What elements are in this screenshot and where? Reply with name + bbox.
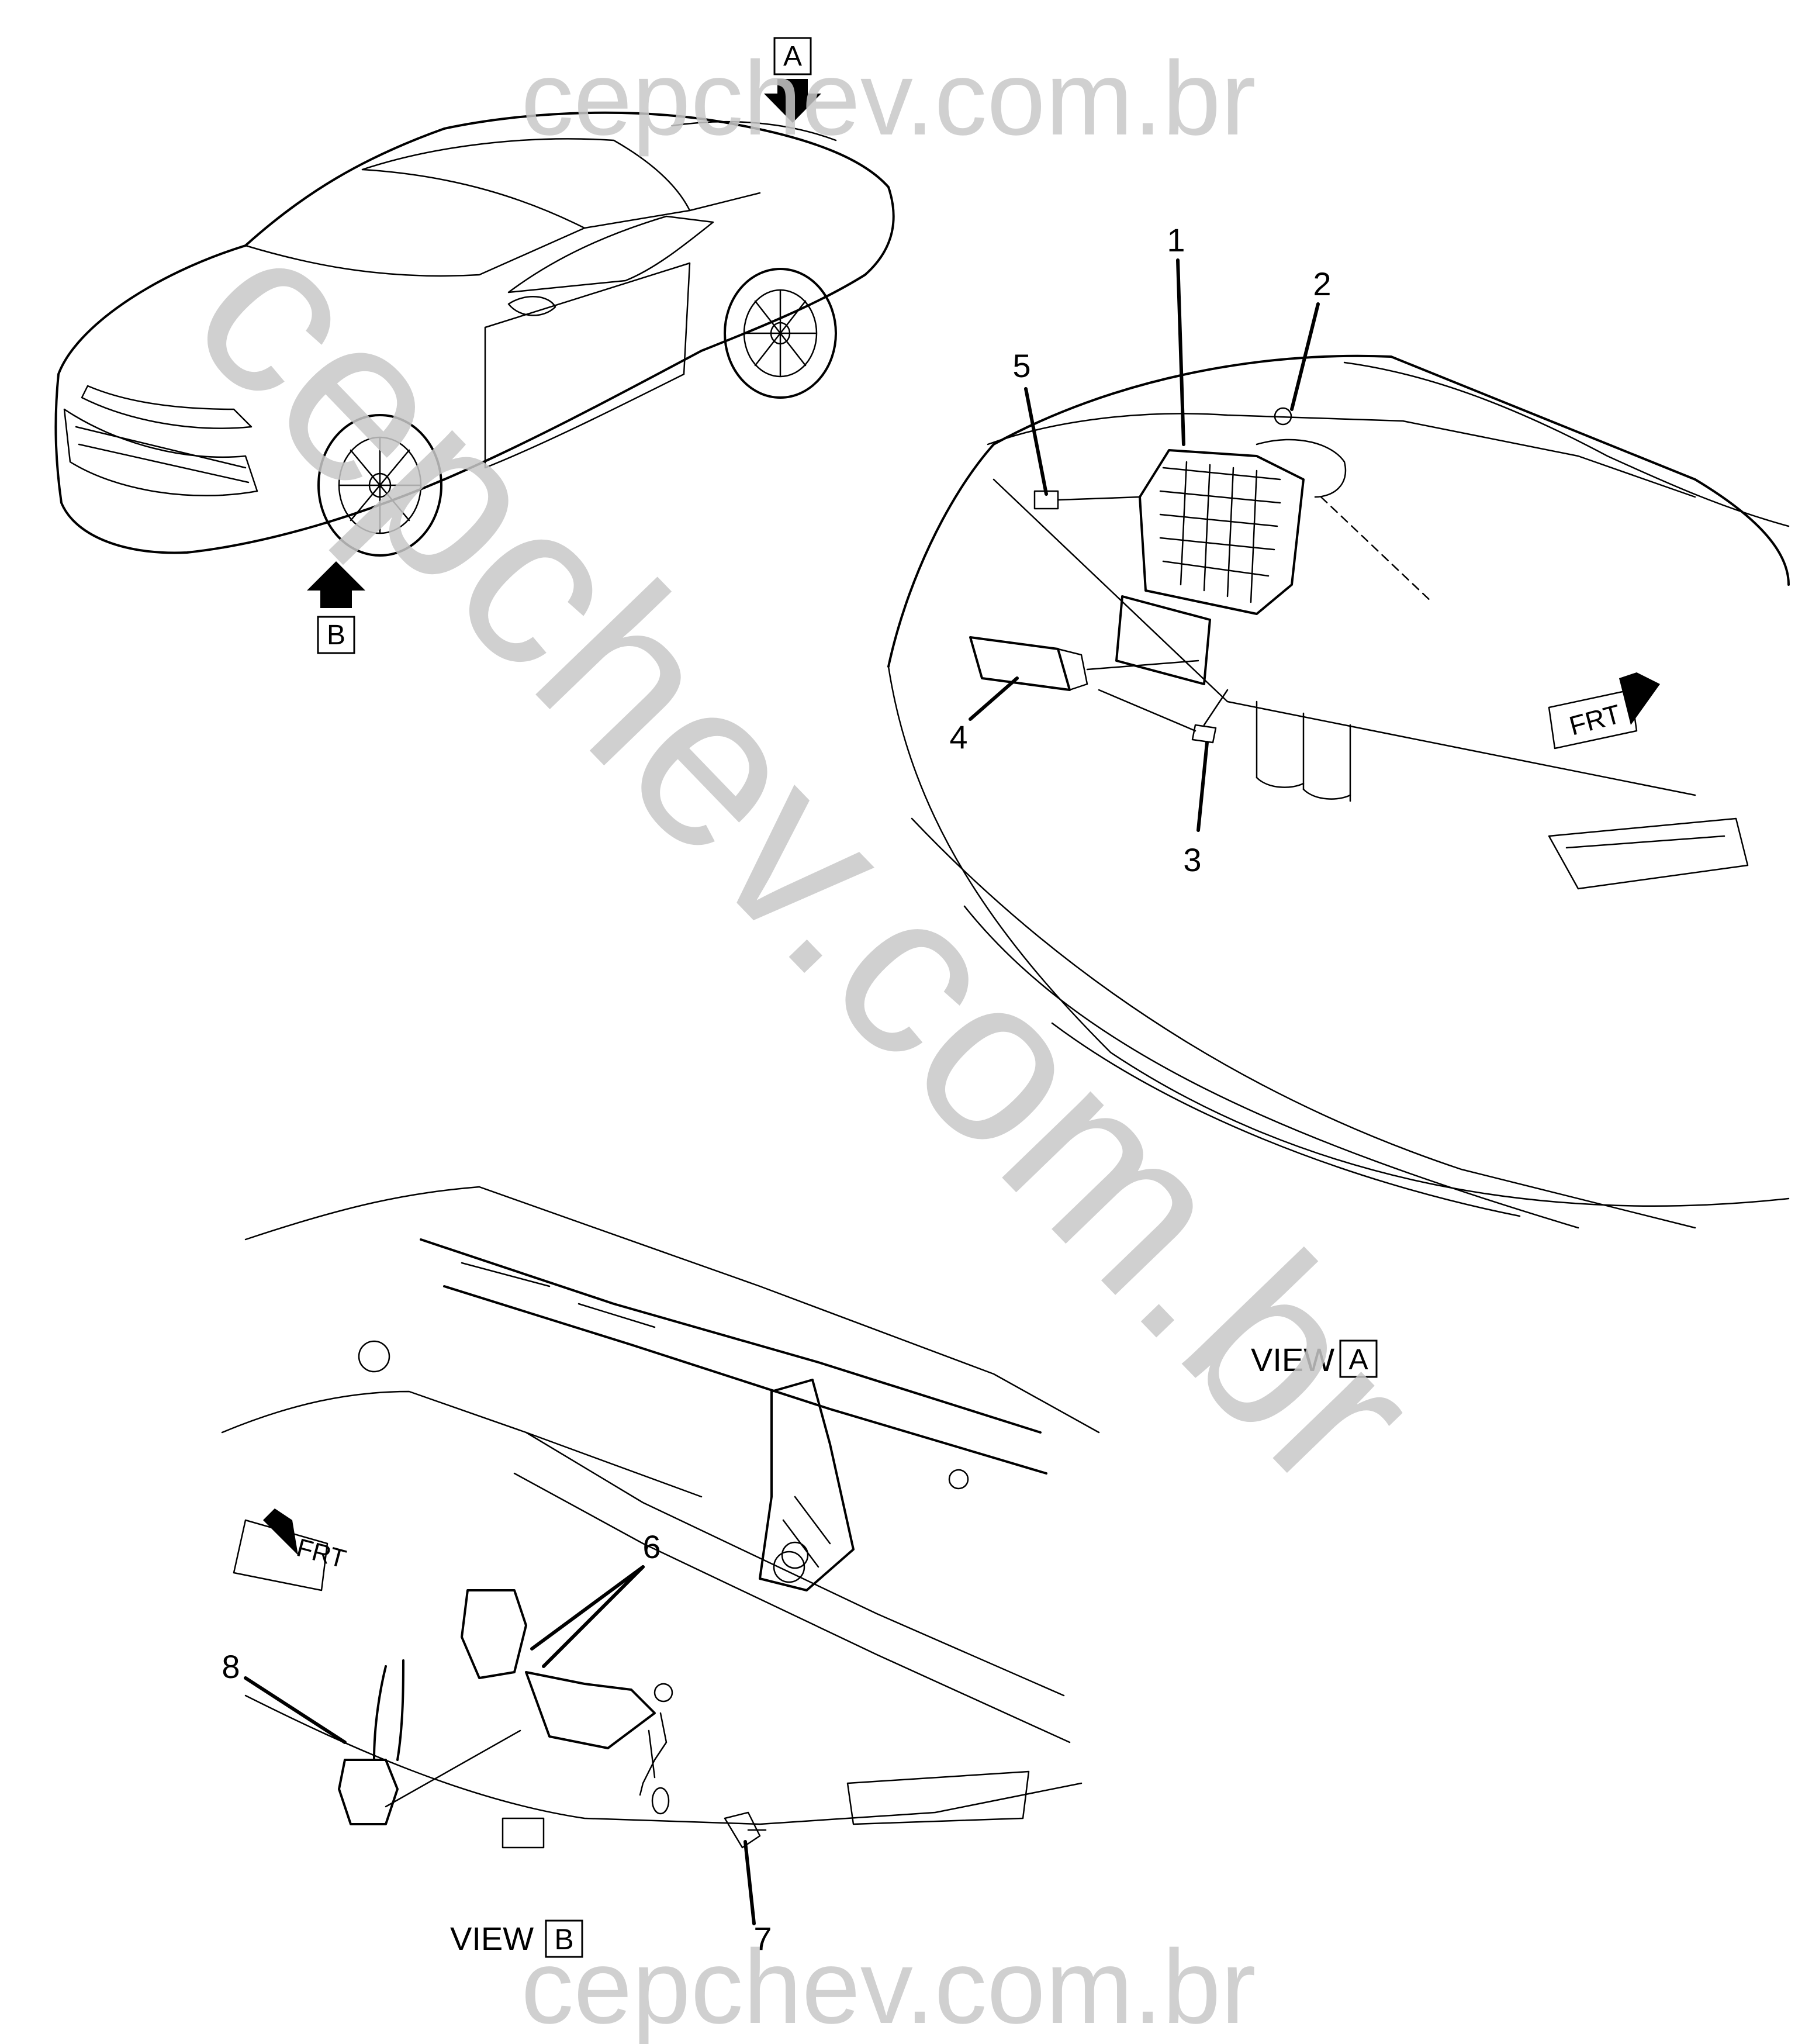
- front-direction-indicator-a: FRT: [1548, 672, 1660, 750]
- view-b-label: VIEW B: [450, 1919, 583, 1958]
- view-a-arrow-icon: [764, 79, 821, 123]
- front-arrow-icon: [1619, 672, 1660, 725]
- car-overview-illustration: [54, 111, 895, 557]
- view-b-illustration: [221, 1186, 1100, 1849]
- callout-8: 8: [222, 1648, 240, 1685]
- callout-leaders-view-b: [244, 1565, 756, 1925]
- callout-5: 5: [1012, 347, 1030, 384]
- callout-6: 6: [642, 1528, 660, 1565]
- front-label-b: FRT: [293, 1533, 349, 1573]
- view-b-label-letter: B: [554, 1923, 573, 1956]
- view-a-label-text: VIEW: [1251, 1341, 1334, 1378]
- front-arrow-icon: [263, 1508, 298, 1555]
- view-b-marker: B: [307, 561, 365, 654]
- view-a-label: VIEW A: [1251, 1339, 1378, 1378]
- view-b-arrow-icon: [307, 561, 365, 608]
- watermark-bottom: cepchev.com.br: [521, 1928, 1256, 2044]
- watermark-diagonal: cepchev.com.br: [144, 181, 1468, 1538]
- callout-1: 1: [1167, 222, 1185, 258]
- view-a-illustration: [887, 354, 1790, 1229]
- callout-4: 4: [949, 719, 967, 755]
- view-a-marker: A: [764, 37, 821, 123]
- view-a-label-letter: A: [1348, 1343, 1368, 1376]
- view-b-label-text: VIEW: [450, 1920, 534, 1957]
- callout-7: 7: [753, 1920, 772, 1957]
- view-b-marker-letter: B: [327, 620, 345, 651]
- callout-leaders-view-a: [969, 258, 1320, 832]
- watermark-top: cepchev.com.br: [521, 40, 1256, 157]
- callout-2: 2: [1313, 265, 1331, 302]
- view-a-marker-letter: A: [783, 41, 802, 72]
- front-direction-indicator-b: FRT: [233, 1508, 349, 1591]
- callout-3: 3: [1183, 841, 1201, 878]
